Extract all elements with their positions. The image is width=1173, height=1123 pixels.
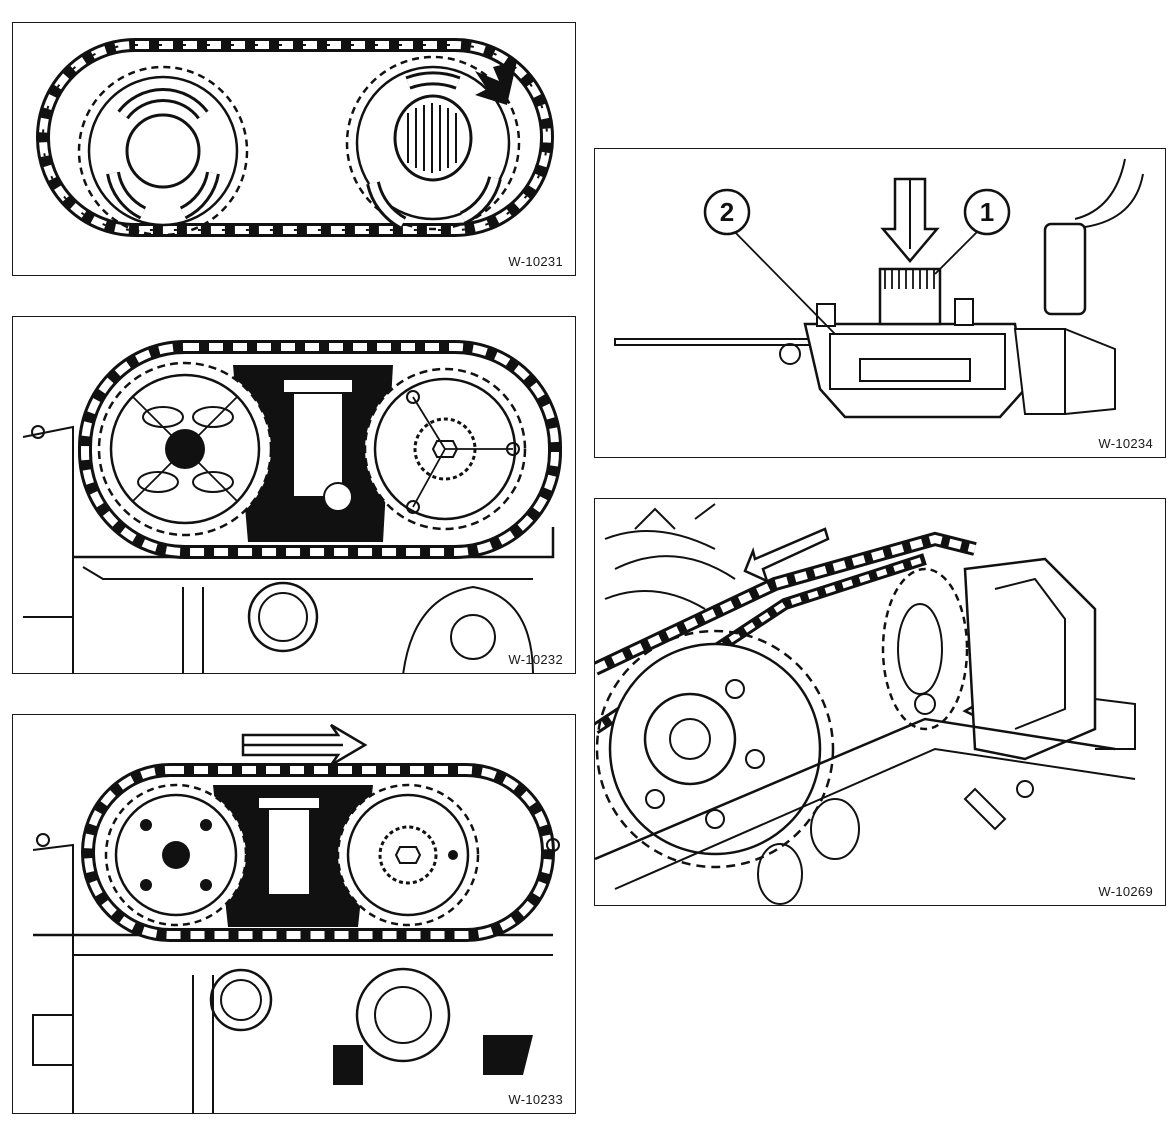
sprocket-icon: [363, 367, 527, 531]
sprocket-icon: [345, 55, 521, 231]
figure-w10234: 2 1 W-10234: [594, 148, 1166, 458]
figure-code: W-10269: [1098, 884, 1153, 899]
tensioner-removal-drawing: 2 1: [614, 158, 1144, 419]
figure-code: W-10233: [508, 1092, 563, 1107]
sprocket-icon: [104, 783, 248, 927]
figure-w10232: W-10232: [12, 316, 576, 674]
arrow-icon: [241, 723, 368, 767]
sprocket-icon: [595, 629, 835, 869]
figure-code: W-10232: [508, 652, 563, 667]
tensioner-icon: [257, 796, 321, 896]
sprocket-icon: [336, 783, 480, 927]
sprocket-icon: [881, 567, 969, 731]
timing-chain-tensioner-drawing: [22, 340, 562, 673]
timing-chain-installed-drawing: [32, 723, 560, 1113]
chain-engine-perspective-drawing: [595, 503, 1136, 905]
figure-w10269: W-10269: [594, 498, 1166, 906]
figure-code: W-10231: [508, 254, 563, 269]
figure-w10233: W-10233: [12, 714, 576, 1114]
sprocket-icon: [97, 361, 273, 537]
callout-circle-2: [703, 188, 751, 236]
timing-chain-sprockets-drawing: [36, 38, 554, 237]
figure-code: W-10234: [1098, 436, 1153, 451]
sprocket-icon: [77, 65, 249, 237]
callout-circle-1: [963, 188, 1011, 236]
callout-label-1: 1: [980, 197, 994, 227]
tensioner-icon: [282, 378, 354, 512]
arrow-icon: [880, 177, 940, 263]
figure-w10231: W-10231: [12, 22, 576, 276]
arrow-icon: [475, 61, 517, 105]
callout-label-2: 2: [720, 197, 734, 227]
